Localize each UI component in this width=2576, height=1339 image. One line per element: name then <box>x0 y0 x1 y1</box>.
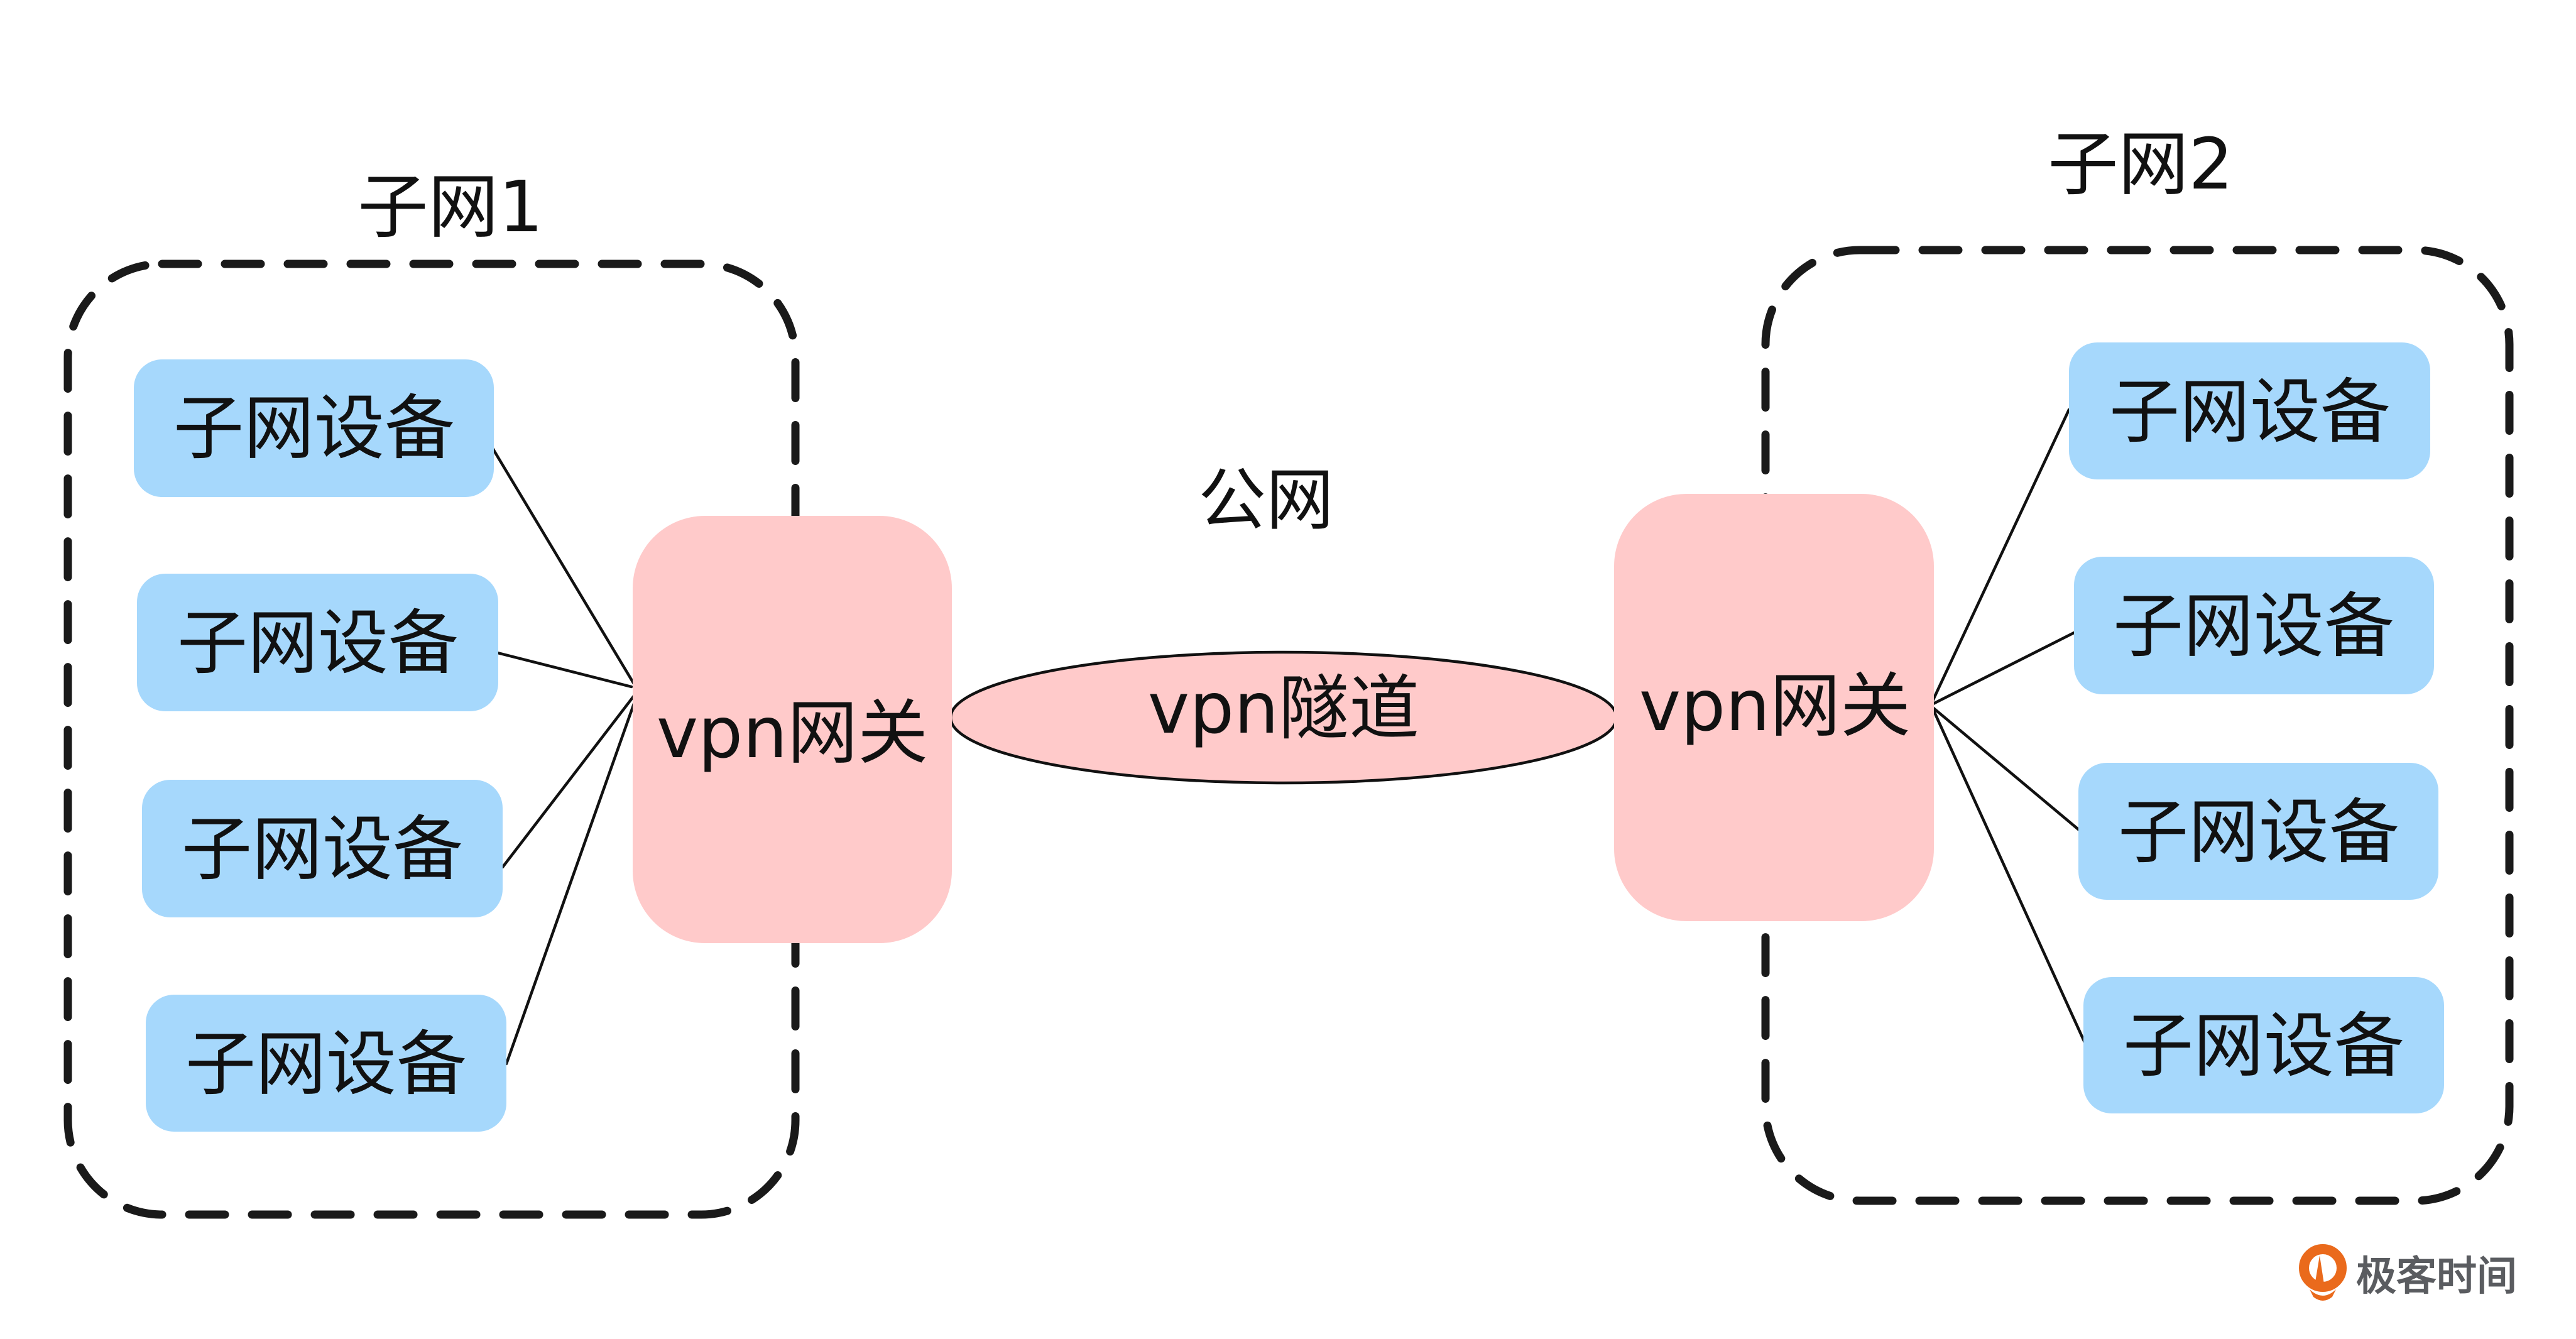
link-s2-device-2 <box>1929 631 2076 707</box>
subnet-2-device-4[interactable]: 子网设备 <box>2083 977 2444 1113</box>
device-label: 子网设备 <box>2118 792 2399 873</box>
subnet-2-title: 子网2 <box>2048 124 2233 205</box>
watermark-text: 极客时间 <box>2356 1254 2517 1300</box>
subnet-1-device-2[interactable]: 子网设备 <box>137 574 498 711</box>
subnet-2-gateway[interactable]: vpn网关 <box>1614 494 1934 921</box>
device-box[interactable] <box>146 995 506 1132</box>
subnet-2-device-2[interactable]: 子网设备 <box>2074 557 2434 694</box>
vpn-tunnel[interactable]: vpn隧道 <box>949 650 1618 785</box>
device-label: 子网设备 <box>173 388 455 469</box>
subnet-1-gateway[interactable]: vpn网关 <box>633 516 952 943</box>
subnet-2-device-3[interactable]: 子网设备 <box>2078 763 2438 900</box>
subnet-1-links <box>480 429 643 1066</box>
gateway-label: vpn网关 <box>657 692 928 774</box>
link-s1-device-2 <box>496 651 633 689</box>
subnet-2-links <box>1929 408 2090 1051</box>
link-s1-device-1 <box>480 429 636 687</box>
subnet-1-device-1[interactable]: 子网设备 <box>134 359 494 497</box>
device-label: 子网设备 <box>2109 371 2391 453</box>
device-label: 子网设备 <box>2113 586 2394 667</box>
public-network-label: 公网 <box>1198 461 1334 540</box>
link-s1-device-3 <box>501 685 643 869</box>
device-label: 子网设备 <box>185 1024 467 1105</box>
device-box[interactable] <box>142 780 503 917</box>
device-box[interactable] <box>2074 557 2434 694</box>
tunnel-label: vpn隧道 <box>1148 668 1419 750</box>
subnet-1-device-3[interactable]: 子网设备 <box>142 780 503 917</box>
device-label: 子网设备 <box>177 603 459 684</box>
device-label: 子网设备 <box>2123 1005 2404 1087</box>
link-s2-device-3 <box>1930 705 2080 831</box>
device-box[interactable] <box>137 574 498 711</box>
gateway-box[interactable] <box>633 516 952 943</box>
device-label: 子网设备 <box>182 809 463 890</box>
device-box[interactable] <box>2078 763 2438 900</box>
geektime-watermark: 极客时间 <box>2299 1244 2517 1301</box>
device-box[interactable] <box>2069 342 2430 479</box>
link-s2-device-4 <box>1930 705 2090 1051</box>
geektime-logo-icon <box>2299 1244 2347 1301</box>
subnet-2-device-1[interactable]: 子网设备 <box>2069 342 2430 479</box>
subnet-1-title: 子网1 <box>357 167 543 248</box>
gateway-box[interactable] <box>1614 494 1934 921</box>
link-s2-device-1 <box>1929 408 2071 707</box>
subnet-1-device-4[interactable]: 子网设备 <box>146 995 506 1132</box>
link-s1-device-4 <box>505 700 636 1066</box>
gateway-label: vpn网关 <box>1639 665 1911 747</box>
device-box[interactable] <box>134 359 494 497</box>
device-box[interactable] <box>2083 977 2444 1113</box>
